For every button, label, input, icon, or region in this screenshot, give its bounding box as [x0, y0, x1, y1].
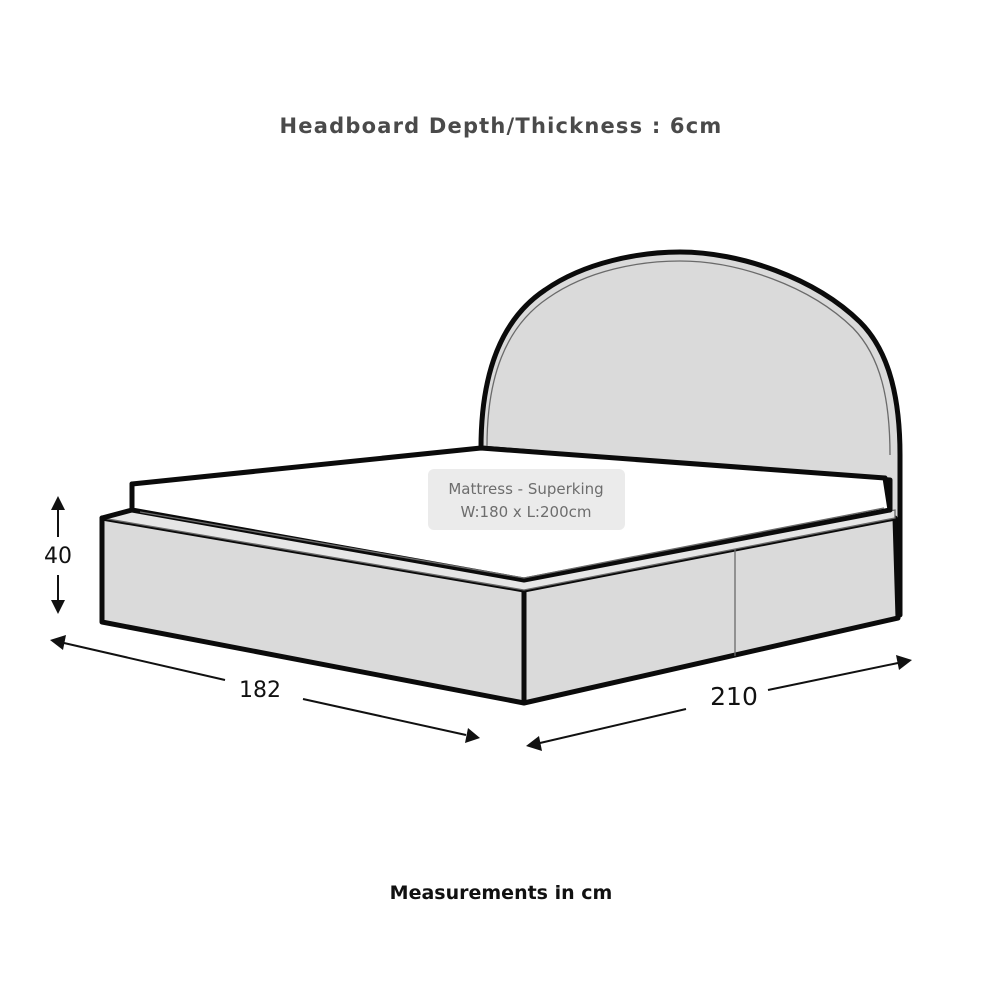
length-value: 210 [710, 682, 758, 711]
mattress-front-edge [139, 507, 885, 579]
length-arrow-right-icon [896, 655, 912, 670]
mattress-label: Mattress - Superking W:180 x L:200cm [428, 469, 625, 530]
height-arrow-down-icon [51, 600, 65, 614]
height-arrow-up-icon [51, 496, 65, 510]
width-arrow-right-icon [465, 728, 480, 743]
height-dimension: 40 [44, 496, 72, 614]
length-arrow-left-icon [526, 736, 542, 751]
bed-illustration [99, 249, 903, 706]
headboard-depth-title: Headboard Depth/Thickness : 6cm [280, 114, 723, 138]
length-arrow-line-left [539, 708, 687, 744]
width-value: 182 [239, 678, 281, 703]
mattress-label-box [428, 469, 625, 530]
height-value: 40 [44, 544, 72, 569]
length-dimension: 210 [526, 655, 912, 751]
mattress-edge [99, 481, 135, 521]
measurements-unit-note: Measurements in cm [390, 882, 613, 904]
mattress-size-dims: W:180 x L:200cm [461, 503, 592, 521]
width-dimension: 182 [50, 635, 480, 743]
width-arrow-left-icon [50, 635, 66, 650]
headboard-piping [486, 260, 891, 456]
mattress-size-name: Mattress - Superking [448, 480, 603, 498]
width-arrow-line-left [63, 642, 226, 681]
headboard [478, 249, 903, 618]
width-arrow-line-right [302, 698, 467, 736]
length-arrow-line-right [767, 662, 899, 691]
